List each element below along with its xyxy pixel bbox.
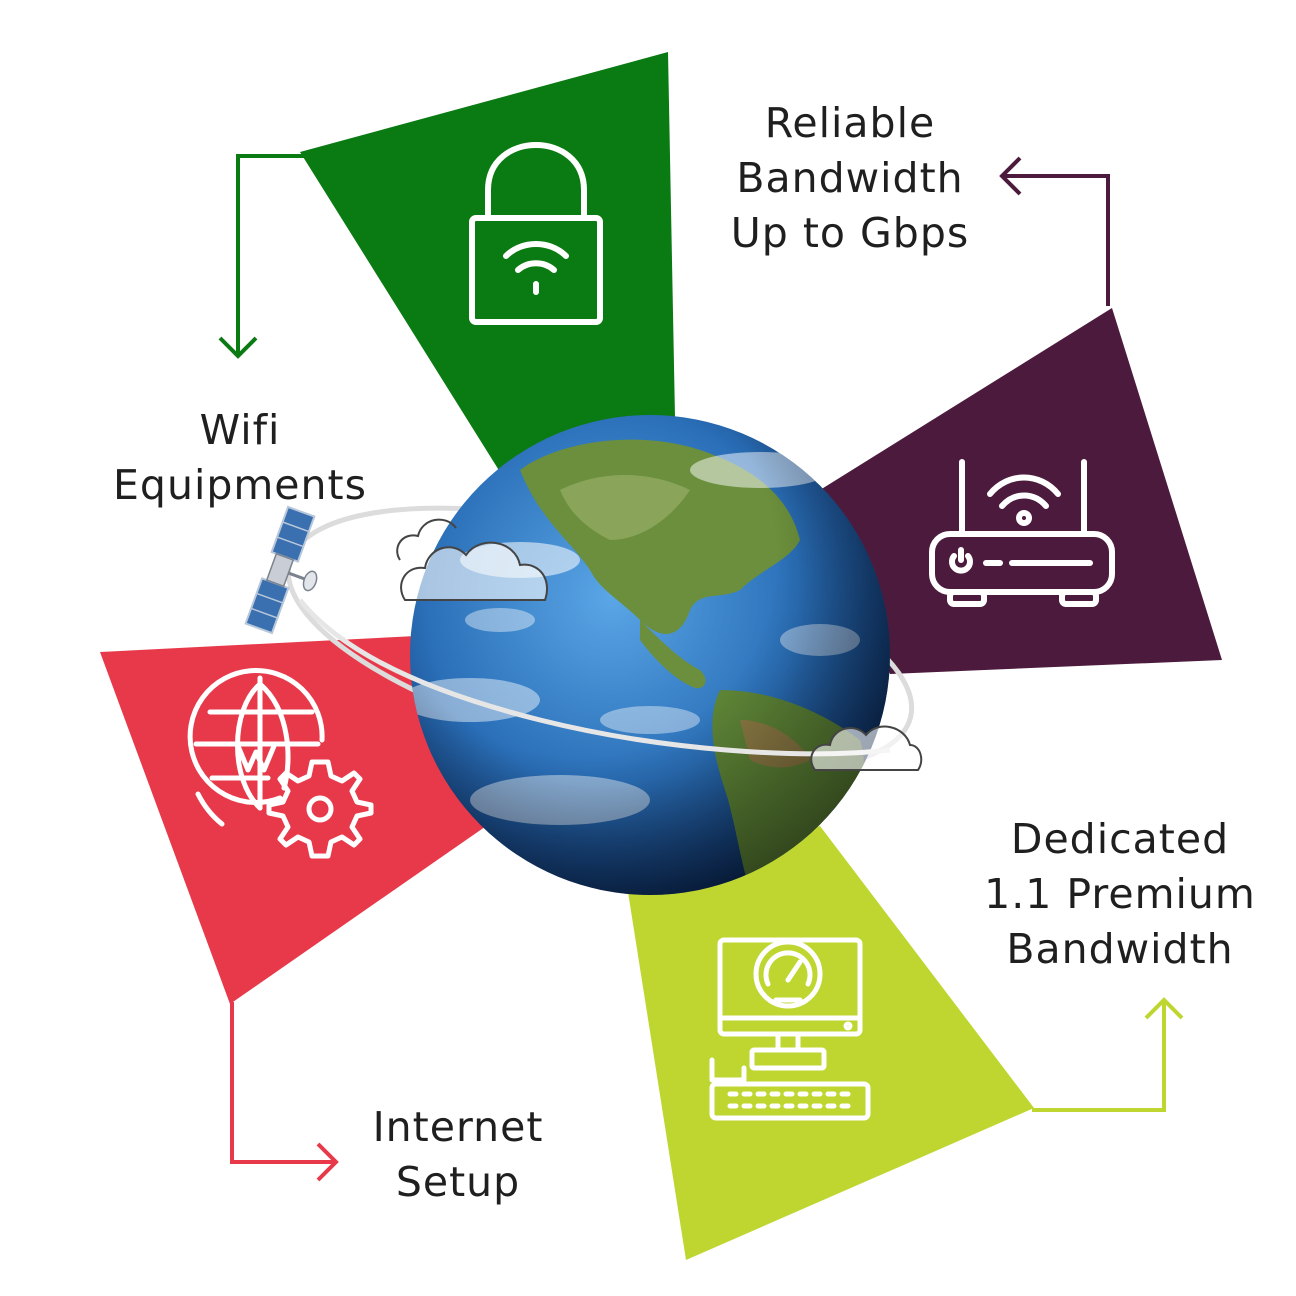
- internet-label-line2: Setup: [395, 1158, 521, 1206]
- wifi-lock-icon: [469, 142, 603, 325]
- internet-label-line1: Internet: [372, 1103, 544, 1151]
- wifi-router-icon: [929, 459, 1115, 607]
- reliable-bandwidth-label: Reliable Bandwidth Up to Gbps: [680, 96, 1020, 261]
- purple-blade: [820, 308, 1222, 674]
- cloud-outline-right: [810, 725, 923, 771]
- dedicated-label-line2: 1.1 Premium: [984, 870, 1256, 918]
- satellite-icon: [244, 505, 318, 635]
- reliable-label-line1: Reliable: [764, 99, 936, 147]
- cloud-outline-left: [396, 518, 548, 601]
- lime-connector-arrow: [1032, 997, 1184, 1112]
- globe-gear-icon: [187, 667, 374, 859]
- purple-connector-arrow: [999, 156, 1110, 306]
- wifi-equipments-label: Wifi Equipments: [60, 403, 420, 513]
- dedicated-label-line1: Dedicated: [1010, 815, 1230, 863]
- red-blade: [100, 636, 492, 1004]
- internet-setup-label: Internet Setup: [318, 1100, 598, 1210]
- earth-globe-icon: [410, 415, 890, 895]
- reliable-label-line3: Up to Gbps: [730, 209, 970, 257]
- reliable-label-line2: Bandwidth: [736, 154, 964, 202]
- wifi-label-line2: Equipments: [113, 461, 367, 509]
- orbit-ring-front: [298, 598, 891, 757]
- green-connector-arrow: [218, 154, 306, 359]
- lime-blade: [628, 826, 1034, 1260]
- wifi-label-line1: Wifi: [199, 406, 281, 454]
- dedicated-label-line3: Bandwidth: [1006, 925, 1234, 973]
- red-connector-arrow: [230, 1002, 339, 1182]
- green-blade: [300, 52, 676, 488]
- dedicated-bandwidth-label: Dedicated 1.1 Premium Bandwidth: [950, 812, 1290, 977]
- speed-monitor-icon: [709, 937, 871, 1121]
